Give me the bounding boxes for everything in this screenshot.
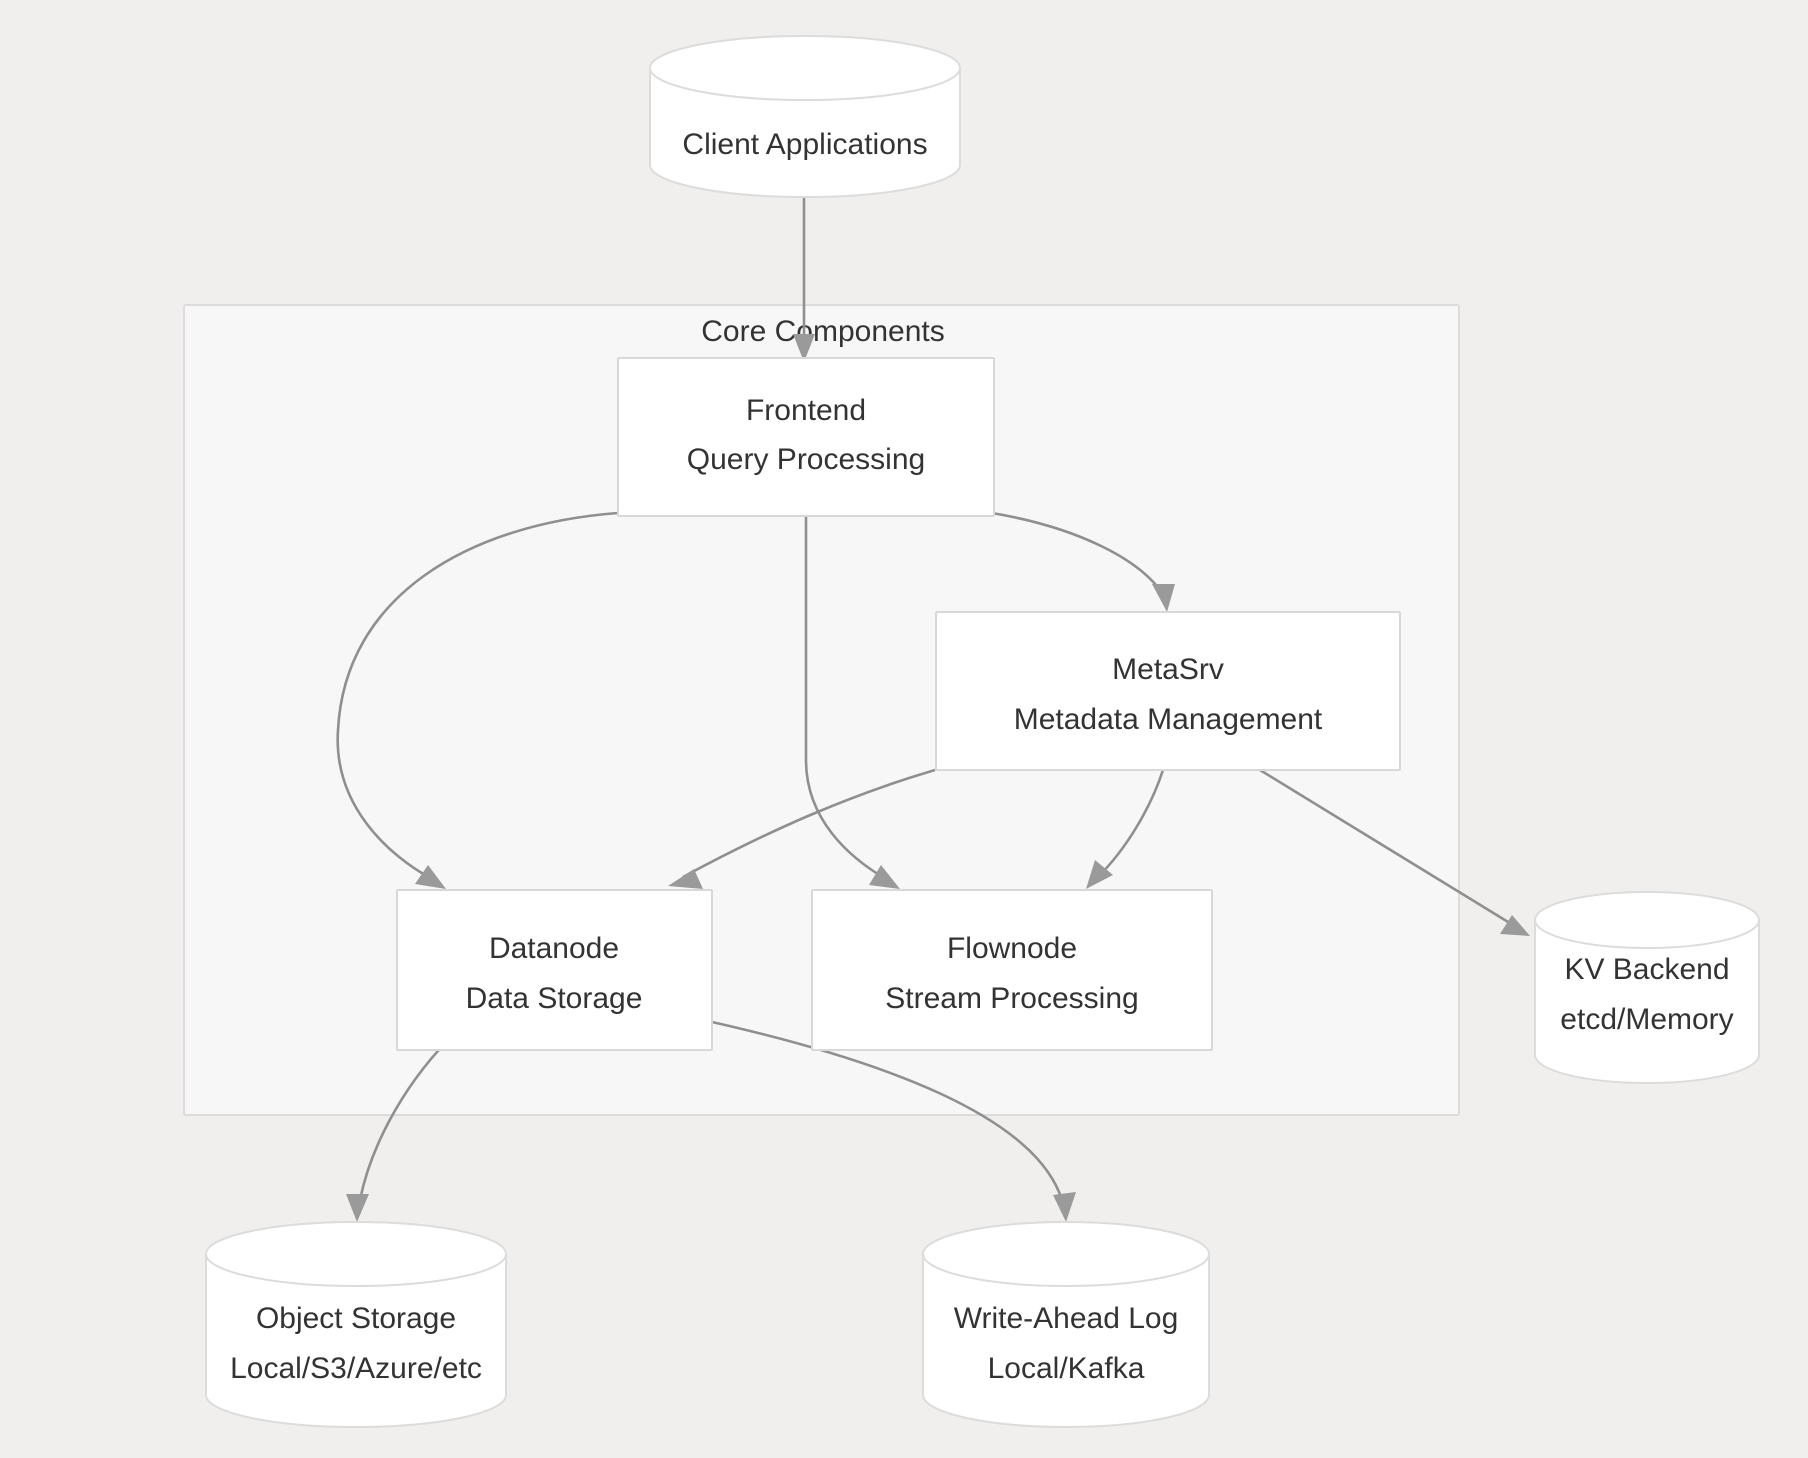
- node-datanode[interactable]: Datanode Data Storage: [396, 889, 713, 1051]
- edge-client-to-frontend: [793, 198, 815, 362]
- arrowhead-icon: [415, 865, 446, 889]
- node-frontend[interactable]: Frontend Query Processing: [617, 357, 995, 517]
- arrowhead-icon: [346, 1194, 369, 1222]
- arrowhead-icon: [1500, 915, 1530, 936]
- edge-frontend-to-flownode: [804, 515, 900, 889]
- edge-datanode-to-wal: [711, 1020, 1076, 1222]
- node-kv-backend-line2: etcd/Memory: [1560, 1003, 1733, 1036]
- arrowhead-icon: [793, 334, 815, 362]
- edges-layer: [336, 198, 1530, 1222]
- edge-metasrv-to-flownode: [1086, 769, 1165, 889]
- cluster-core-components-label: Core Components: [701, 315, 944, 348]
- node-write-ahead-log-line1: Write-Ahead Log: [954, 1302, 1179, 1335]
- arrowhead-icon: [1086, 860, 1113, 889]
- node-kv-backend-line1: KV Backend: [1564, 953, 1729, 986]
- node-flownode-line1: Flownode: [947, 932, 1077, 965]
- node-metasrv-line2: Metadata Management: [1014, 703, 1323, 736]
- arrowhead-icon: [1053, 1192, 1076, 1222]
- edge-metasrv-to-kvbackend: [1259, 768, 1530, 936]
- node-write-ahead-log-line2: Local/Kafka: [988, 1352, 1145, 1385]
- node-metasrv[interactable]: MetaSrv Metadata Management: [935, 611, 1401, 771]
- node-datanode-line1: Datanode: [489, 932, 619, 965]
- node-metasrv-line1: MetaSrv: [1112, 653, 1224, 686]
- node-datanode-line2: Data Storage: [466, 982, 643, 1015]
- node-client-applications-line1: Client Applications: [682, 128, 927, 161]
- arrowhead-icon: [668, 869, 703, 889]
- edge-metasrv-to-datanode: [668, 768, 936, 889]
- node-write-ahead-log[interactable]: Write-Ahead Log Local/Kafka: [922, 1221, 1210, 1428]
- node-kv-backend[interactable]: KV Backend etcd/Memory: [1534, 891, 1760, 1084]
- edge-frontend-to-metasrv: [991, 511, 1175, 612]
- node-object-storage-line2: Local/S3/Azure/etc: [230, 1352, 482, 1385]
- arrowhead-icon: [869, 865, 900, 889]
- arrowhead-icon: [1152, 584, 1175, 612]
- node-frontend-line2: Query Processing: [687, 443, 925, 476]
- node-object-storage-line1: Object Storage: [256, 1302, 456, 1335]
- node-client-applications[interactable]: Client Applications: [649, 35, 961, 198]
- node-flownode-line2: Stream Processing: [885, 982, 1138, 1015]
- node-frontend-line1: Frontend: [746, 394, 866, 427]
- node-flownode[interactable]: Flownode Stream Processing: [811, 889, 1213, 1051]
- edge-datanode-to-objectstorage: [346, 1039, 449, 1222]
- node-object-storage[interactable]: Object Storage Local/S3/Azure/etc: [205, 1221, 507, 1428]
- edge-frontend-to-datanode: [336, 511, 619, 889]
